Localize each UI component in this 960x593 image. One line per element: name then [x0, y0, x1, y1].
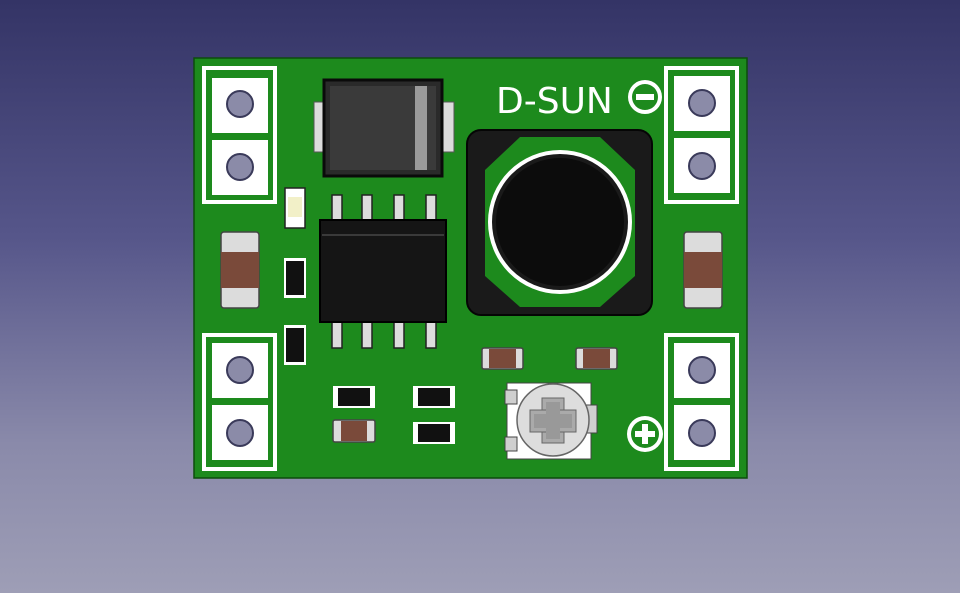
smd-black-bottom-3[interactable]: [413, 422, 455, 444]
smd-black-lower[interactable]: [284, 325, 306, 365]
terminal-block-top-left[interactable]: [202, 66, 277, 204]
terminal-block-bottom-left[interactable]: [202, 333, 277, 471]
smd-black-upper[interactable]: [284, 258, 306, 298]
silkscreen-label: D-SUN: [496, 81, 613, 122]
smd-black-bottom-1[interactable]: [333, 386, 375, 408]
plus-circle-icon: [627, 416, 663, 452]
capacitor-right[interactable]: [683, 231, 723, 309]
terminal-block-top-right[interactable]: [664, 66, 739, 204]
resistor-middle-1[interactable]: [481, 347, 524, 370]
smd-black-bottom-2[interactable]: [413, 386, 455, 408]
resistor-bottom-left[interactable]: [332, 419, 376, 443]
trimmer-potentiometer[interactable]: [504, 382, 598, 460]
minus-circle-icon: [628, 80, 662, 114]
terminal-block-bottom-right[interactable]: [664, 333, 739, 471]
power-inductor[interactable]: [466, 129, 653, 316]
resistor-middle-2[interactable]: [575, 347, 618, 370]
capacitor-left[interactable]: [220, 231, 260, 309]
led-smd[interactable]: [284, 187, 306, 229]
ic-soic8[interactable]: [319, 194, 447, 349]
diode-smb[interactable]: [313, 78, 455, 178]
